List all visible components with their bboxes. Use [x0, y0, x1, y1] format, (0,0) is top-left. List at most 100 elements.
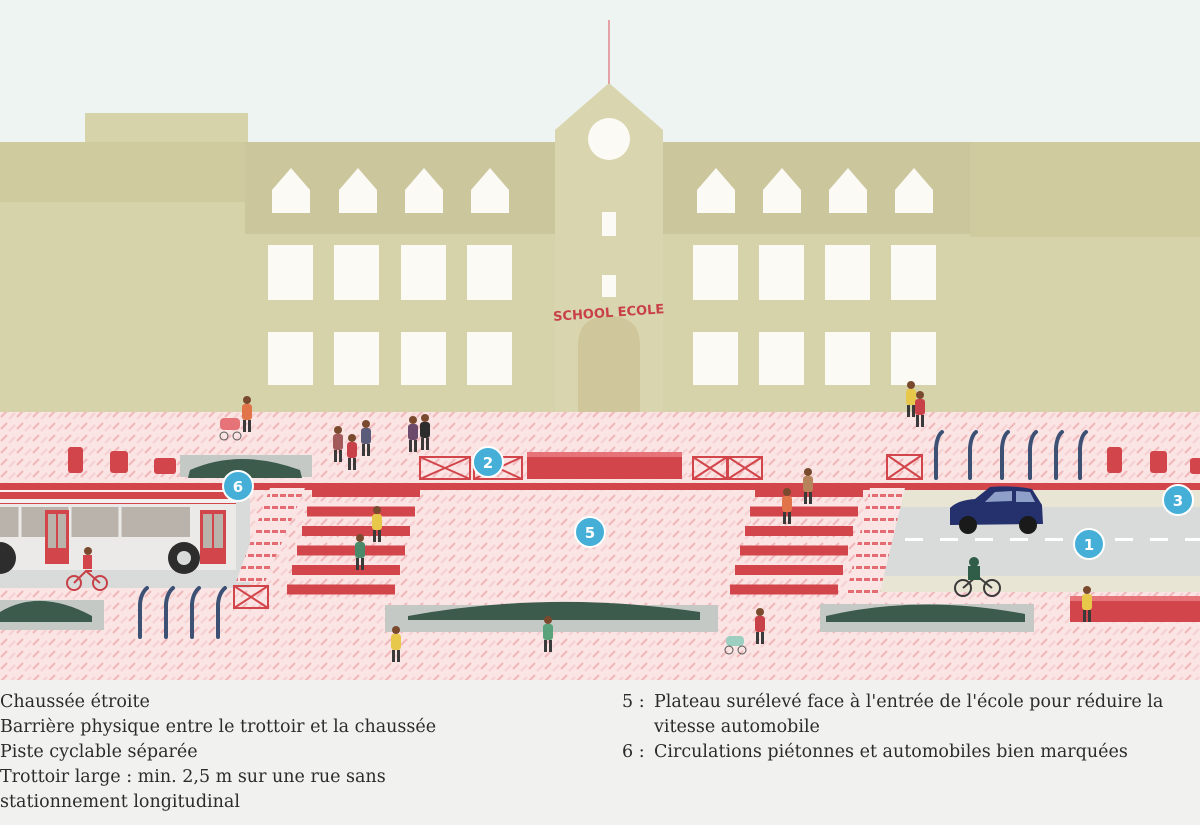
marker-3: 3	[1162, 484, 1194, 516]
window	[825, 332, 870, 385]
dormer-window	[895, 168, 933, 213]
bike-rack	[164, 586, 175, 639]
pedestrian-leg	[783, 512, 786, 524]
pedestrian-leg	[1088, 610, 1091, 622]
svg-text:2: 2	[483, 454, 493, 472]
dormer-window	[405, 168, 443, 213]
pedestrian-body	[355, 542, 365, 558]
car	[950, 486, 1043, 534]
pedestrian-body	[906, 389, 916, 405]
window	[467, 332, 512, 385]
pedestrian-head	[392, 626, 400, 634]
clock	[588, 118, 630, 160]
cyclist	[954, 557, 1001, 597]
bench	[527, 455, 682, 479]
bike-rack	[1028, 430, 1038, 480]
bike-rack	[138, 586, 149, 639]
window	[759, 245, 804, 300]
curb-line	[0, 483, 1200, 490]
bike-rack	[1054, 430, 1064, 480]
pedestrian-head	[373, 506, 381, 514]
pedestrian-leg	[788, 512, 791, 524]
pedestrian-head	[783, 488, 791, 496]
pedestrian-head	[243, 396, 251, 404]
marker-1: 1	[1073, 528, 1105, 560]
window	[891, 245, 936, 300]
pedestrian-leg	[421, 438, 424, 450]
svg-text:6: 6	[233, 478, 243, 496]
legend-item-1: 1 :Chaussée étroite	[0, 692, 150, 712]
dormer-window	[763, 168, 801, 213]
legend-right-column: 5 :Plateau surélevé face à l'entrée de l…	[622, 690, 1200, 765]
svg-text:5: 5	[585, 524, 595, 542]
pedestrian-leg	[544, 640, 547, 652]
pedestrian-head	[1083, 586, 1091, 594]
window	[693, 332, 738, 385]
legend-item-3: 3 :Piste cyclable séparée	[0, 742, 198, 762]
pedestrian-head	[409, 416, 417, 424]
window	[891, 332, 936, 385]
lane-dashes	[905, 538, 1200, 541]
pedestrian-leg	[414, 440, 417, 452]
stroller	[726, 636, 744, 646]
crosswalk-stripe	[735, 565, 843, 575]
pedestrian-leg	[353, 458, 356, 470]
dormer-window	[829, 168, 867, 213]
pedestrian-leg	[756, 632, 759, 644]
pedestrian-leg	[409, 440, 412, 452]
bike-rack	[968, 430, 978, 480]
crosswalk-stripe	[730, 584, 838, 595]
cyclist	[66, 547, 108, 591]
pedestrian-leg	[1083, 610, 1086, 622]
pedestrian-head	[348, 434, 356, 442]
dormer-window	[471, 168, 509, 213]
pedestrian-leg	[392, 650, 395, 662]
crosswalk-left	[287, 487, 420, 595]
window	[401, 245, 446, 300]
legend: 1 :Chaussée étroite 2 :Barrière physique…	[0, 680, 1200, 825]
school-entrance	[578, 316, 640, 414]
pedestrian-head	[362, 420, 370, 428]
legend-left-column: 1 :Chaussée étroite 2 :Barrière physique…	[0, 690, 560, 815]
legend-item-6: 6 :Circulations piétonnes et automobiles…	[622, 742, 1128, 762]
crosswalk-stripe	[297, 545, 405, 556]
pedestrian-body	[333, 434, 343, 450]
dormer-window	[697, 168, 735, 213]
stroller-wheel	[724, 645, 734, 655]
window	[401, 332, 446, 385]
pedestrian-body	[543, 624, 553, 640]
pedestrian-leg	[248, 420, 251, 432]
bike-racks	[138, 430, 1088, 639]
stroller-wheel	[232, 431, 242, 441]
crosswalk-stripe	[745, 526, 853, 536]
stroller-wheel	[737, 645, 747, 655]
bike-rack	[216, 586, 227, 639]
pedestrian-leg	[921, 415, 924, 427]
stroller-wheel	[219, 431, 229, 441]
window	[693, 245, 738, 300]
pedestrian-leg	[243, 420, 246, 432]
window	[334, 245, 379, 300]
lane-dash	[940, 538, 958, 541]
window	[334, 332, 379, 385]
marker-6: 6	[222, 470, 254, 502]
crosswalk-stripe	[750, 506, 858, 517]
pedestrian-body	[372, 514, 382, 530]
pedestrian-body	[915, 399, 925, 415]
pedestrian-leg	[373, 530, 376, 542]
lane-dash	[975, 538, 993, 541]
window	[268, 332, 313, 385]
bike-rack	[190, 586, 201, 639]
pedestrians	[219, 381, 1092, 662]
pedestrian-body	[347, 442, 357, 458]
pedestrian-barriers	[233, 454, 923, 609]
pedestrian-body	[242, 404, 252, 420]
pedestrian-body	[408, 424, 418, 440]
bike-rack	[1078, 430, 1088, 480]
legend-item-2: 2 :Barrière physique entre le trottoir e…	[0, 717, 437, 737]
pedestrian-head	[421, 414, 429, 422]
pedestrian-leg	[334, 450, 337, 462]
pedestrian-leg	[809, 492, 812, 504]
crosswalk-stripe	[292, 565, 400, 575]
pedestrian-head	[334, 426, 342, 434]
